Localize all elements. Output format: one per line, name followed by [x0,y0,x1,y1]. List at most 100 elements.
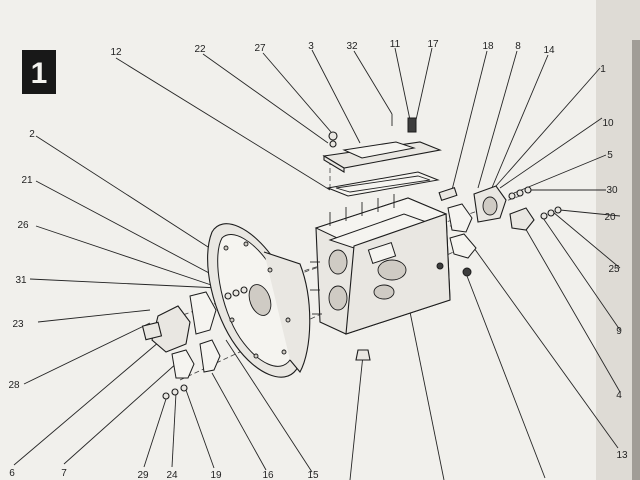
leader-11 [394,47,411,121]
callout-label: 17 [427,39,439,50]
lower-cover [171,349,195,379]
front-bearing-retainer [151,305,191,353]
leader-27 [262,52,332,133]
top-cover-assembly [322,114,442,197]
leader-3 [311,49,361,144]
callout-label: 1 [600,64,606,75]
lower-gasket [199,339,221,373]
callout-label: 32 [346,41,358,52]
leader-8 [477,50,518,189]
leader-21 [35,180,227,283]
leader-12 [115,57,331,191]
callout-label: 31 [15,275,27,286]
callout-label: 3 [308,41,314,52]
washer [547,209,555,217]
leader-14 [490,54,549,191]
washer [224,292,232,300]
top-gasket-inner [335,175,431,193]
callout-label: 4 [616,390,622,401]
leader-15 [225,339,313,473]
leader-7 [63,361,179,465]
callout-label: 8 [515,41,521,52]
leader-bottom-housing [407,301,445,480]
callout-label: 23 [12,319,24,330]
callout-label: 30 [606,185,618,196]
callout-label: 27 [254,43,266,54]
bell-housing-side [263,251,311,373]
leader-6 [13,335,167,466]
leader-13 [473,247,619,449]
washer [162,392,170,400]
plate-badge: 1 [22,50,56,94]
speedo-drive [438,187,458,201]
page-gutter [632,40,640,480]
leader-bottom-center [349,354,364,480]
plate-number: 1 [31,57,48,90]
leader-28 [23,322,151,385]
front-gasket [189,291,217,335]
bell-housing [207,223,311,378]
front-parts [141,286,248,400]
leader-2 [35,135,223,257]
filler-plug [355,349,371,361]
leader-bottom-plug [466,275,546,479]
rear-gasket [447,203,473,233]
leader-22 [202,53,329,144]
leader-23 [37,309,151,323]
callout-label: 21 [21,175,33,186]
callout-labels: 12 22 27 3 32 11 17 18 8 14 2 21 26 31 2… [8,39,628,480]
leader-19 [185,389,215,469]
washer [232,289,240,297]
callout-label: 14 [543,45,555,56]
leader-17 [415,47,433,121]
washer [540,212,548,220]
bell-bolt-hole [229,317,235,323]
rear-flange-bore [482,196,498,216]
callout-label: 29 [137,470,149,480]
leader-4 [523,225,621,393]
drain-plug [462,267,472,277]
leader-31 [29,278,241,290]
leader-10 [552,211,621,269]
nut [240,286,248,294]
callout-label: 13 [616,450,628,461]
leader-32 [353,50,393,115]
housing-bore-upper [328,249,348,275]
bell-bolt-hole [285,317,291,323]
callout-label: 9 [616,326,622,337]
washer [171,388,179,396]
leader-24 [171,392,177,468]
bell-bolt-hole [243,241,249,247]
washer [516,189,524,197]
housing-side-port [377,259,407,281]
callout-label: 16 [262,470,274,480]
retainer-sleeve [141,321,163,341]
leader-lines [13,47,621,480]
leader-1 [495,67,601,187]
cover-washer [328,131,338,141]
callout-label: 26 [17,220,29,231]
nut [180,384,188,392]
leader-26 [35,225,233,293]
bell-center-bore [248,284,272,316]
speedo-cover [509,207,535,231]
leader-5 [499,117,603,189]
callout-label: 18 [482,41,494,52]
washer [508,192,516,200]
leader-16 [211,372,267,471]
leader-25 [513,154,607,194]
top-gasket [326,171,440,197]
callout-label: 22 [194,44,206,55]
callout-label: 20 [604,212,616,223]
cover-nut [329,140,337,148]
callout-label: 10 [602,118,614,129]
callout-label: 12 [110,47,122,58]
callout-label: 7 [61,468,67,479]
leader-29 [143,398,167,468]
callout-label: 28 [8,380,20,391]
callout-label: 19 [210,470,222,480]
nut [524,186,532,194]
leader-18 [451,50,488,191]
housing-bore-lower [328,285,348,311]
